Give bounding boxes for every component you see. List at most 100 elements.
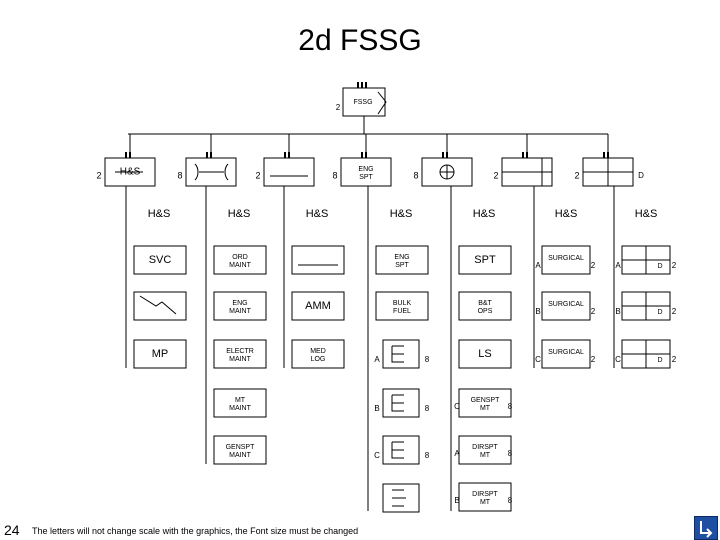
slot-letter: C	[615, 355, 621, 364]
column-unit-box	[213, 388, 267, 418]
e-glyph-icon	[391, 394, 404, 412]
top-unit-side-number: 8	[413, 170, 418, 180]
slot-side-number: 8	[425, 355, 430, 364]
column-unit-label: H&S	[473, 208, 496, 220]
column-unit-box	[458, 291, 512, 321]
e-glyph-icon	[391, 345, 404, 363]
slot-side-number: 2	[591, 355, 596, 364]
column-unit-box	[133, 339, 187, 369]
column-unit-box	[213, 291, 267, 321]
column-unit-box	[291, 339, 345, 369]
home-button[interactable]	[694, 516, 718, 540]
slot-letter: A	[454, 449, 460, 458]
lightning-icon	[139, 295, 177, 315]
column-unit-label: H&S	[306, 208, 329, 220]
page-number: 24	[4, 522, 20, 538]
return-arrow-icon	[700, 521, 713, 538]
top-unit-side-number: 8	[177, 170, 182, 180]
slot-letter: B	[615, 307, 620, 316]
slot-side-number: 8	[508, 402, 513, 411]
e-glyph-icon	[391, 441, 404, 459]
top-unit-box	[263, 157, 315, 187]
top-unit-side-number: 8	[332, 170, 337, 180]
slot-letter: C	[454, 402, 460, 411]
top-unit-side-number: 2	[574, 170, 579, 180]
column-unit-box	[458, 339, 512, 369]
top-unit-box	[340, 157, 392, 187]
top-unit-side-number: 2	[96, 170, 101, 180]
fuel-glyph-icon	[392, 489, 406, 507]
column-unit-box	[458, 482, 512, 512]
slot-side-number: 8	[508, 449, 513, 458]
slot-side-number: 2	[591, 307, 596, 316]
column-unit-box	[213, 339, 267, 369]
slot-side-number: 8	[425, 404, 430, 413]
column-unit-label: H&S	[228, 208, 251, 220]
column-unit-label: SVC	[149, 254, 172, 266]
fssg-label: FSSG	[353, 99, 372, 106]
slot-side-number: 8	[508, 496, 513, 505]
column-unit-box	[375, 291, 429, 321]
top-unit-side-number: 2	[255, 170, 260, 180]
column-unit-box	[541, 245, 591, 275]
column-unit-label: AMM	[305, 300, 331, 312]
slot-side-number: 2	[672, 307, 677, 316]
column-unit-box	[133, 291, 187, 321]
slot-letter: A	[374, 355, 380, 364]
column-unit-label: SURGICAL	[548, 349, 584, 356]
column-unit-box	[458, 435, 512, 465]
slot-letter: A	[535, 261, 541, 270]
column-unit-box	[458, 388, 512, 418]
slot-letter: B	[535, 307, 540, 316]
fssg-side-number: 2	[336, 103, 341, 112]
slot-letter: B	[374, 404, 379, 413]
slot-side-number: 2	[672, 261, 677, 270]
column-unit-label: H&S	[390, 208, 413, 220]
slot-side-number: 2	[591, 261, 596, 270]
top-unit-side-number: 2	[493, 170, 498, 180]
column-unit-box	[213, 245, 267, 275]
slot-letter: A	[615, 261, 621, 270]
slot-letter: B	[454, 496, 459, 505]
column-unit-box	[133, 245, 187, 275]
page-title: 2d FSSG	[298, 24, 422, 57]
column-unit-box	[541, 339, 591, 369]
column-unit-label: SPT	[474, 254, 496, 266]
column-unit-label: D	[657, 309, 662, 316]
column-unit-label: SURGICAL	[548, 255, 584, 262]
column-unit-box	[213, 435, 267, 465]
column-unit-box	[291, 291, 345, 321]
column-unit-label: MP	[152, 348, 169, 360]
column-unit-box	[458, 245, 512, 275]
column-unit-label: H&S	[635, 208, 658, 220]
column-unit-label: D	[657, 357, 662, 364]
slot-letter: C	[535, 355, 541, 364]
fssg-flag-icon	[377, 91, 387, 115]
column-unit-label: H&S	[555, 208, 578, 220]
top-unit-right-mark: D	[638, 171, 644, 180]
column-unit-label: H&S	[148, 208, 171, 220]
slot-side-number: 8	[425, 451, 430, 460]
slot-letter: C	[374, 451, 380, 460]
column-unit-box	[291, 245, 345, 275]
e-box	[382, 339, 420, 369]
connector-symbol-icon	[194, 163, 229, 181]
column-unit-box	[375, 245, 429, 275]
footnote: The letters will not change scale with t…	[32, 526, 359, 536]
column-unit-label: D	[657, 263, 662, 270]
column-unit-label: LS	[478, 348, 491, 360]
